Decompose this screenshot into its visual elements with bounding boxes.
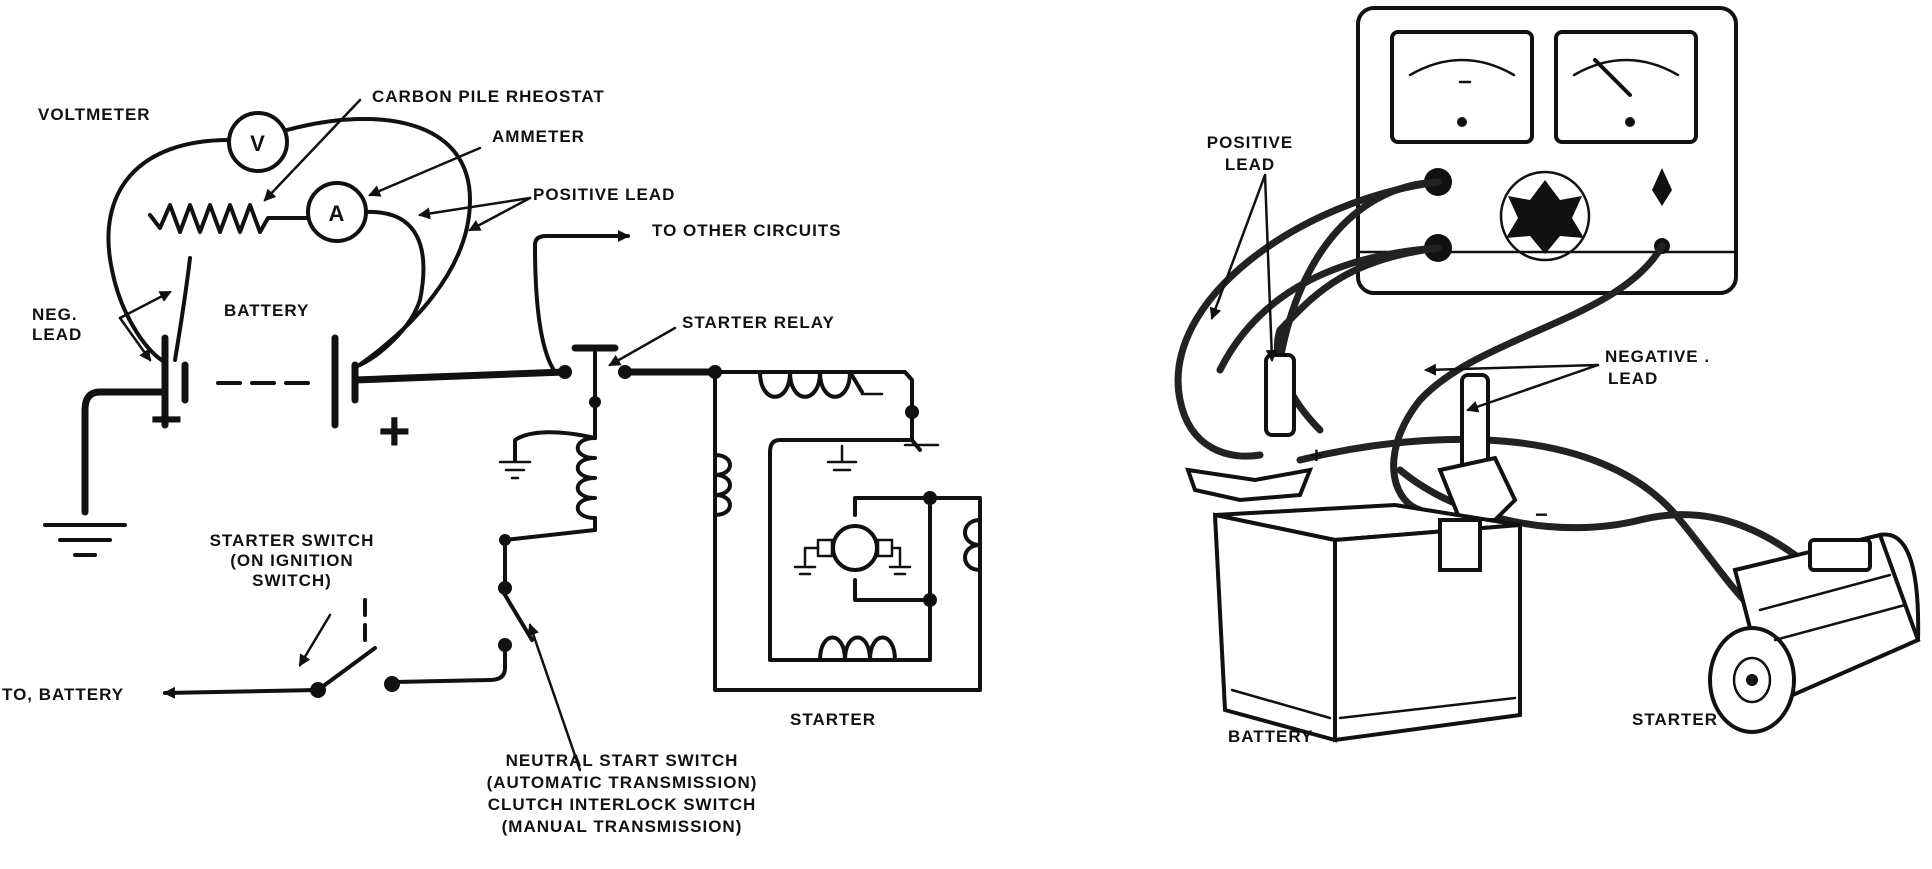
label-neutral-start-3: CLUTCH INTERLOCK SWITCH <box>488 795 757 814</box>
voltmeter-symbol: V <box>250 131 266 156</box>
ammeter-gauge <box>1554 30 1698 144</box>
tester-panel <box>1356 6 1738 295</box>
label-starter: STARTER <box>790 710 876 729</box>
label-battery: BATTERY <box>224 301 309 320</box>
label-starter-switch-3: SWITCH) <box>252 571 332 590</box>
label-positive-lead-right-2: LEAD <box>1225 155 1275 174</box>
battery-symbol <box>161 334 359 429</box>
ammeter-symbol: A <box>329 201 346 226</box>
selector-switch <box>1652 168 1672 206</box>
illustration-arrows <box>1209 173 1600 413</box>
positive-clamp <box>1264 353 1296 437</box>
negative-clamp <box>1460 373 1490 472</box>
label-starter-switch-2: (ON IGNITION <box>230 551 353 570</box>
label-neg-lead-2: LEAD <box>32 325 82 344</box>
label-negative-lead-right-2: LEAD <box>1608 369 1658 388</box>
load-control-knob <box>1506 180 1584 254</box>
label-neutral-start-4: (MANUAL TRANSMISSION) <box>502 817 743 836</box>
wiring-labels: VOLTMETER CARBON PILE RHEOSTAT AMMETER P… <box>2 87 876 836</box>
illustration-labels: POSITIVE LEAD NEGATIVE . LEAD BATTERY ST… <box>1207 133 1718 746</box>
starter-schematic <box>713 370 982 692</box>
battery-positive-mark: + <box>1310 443 1324 468</box>
test-clamps <box>1185 353 1518 522</box>
control-circuit <box>163 528 597 699</box>
annotation-arrows <box>118 98 677 772</box>
starter-relay <box>498 344 632 532</box>
label-starter-right: STARTER <box>1632 710 1718 729</box>
label-to-other-circuits: TO OTHER CIRCUITS <box>652 221 842 240</box>
voltmeter-negative-lead <box>106 138 231 364</box>
battery-illustration: + − <box>1212 443 1549 743</box>
label-neg-lead-1: NEG. <box>32 305 78 324</box>
battery-negative-mark: − <box>1535 502 1549 527</box>
carbon-pile-rheostat <box>148 203 310 234</box>
label-to-battery: TO, BATTERY <box>2 685 124 704</box>
label-positive-lead: POSITIVE LEAD <box>533 185 675 204</box>
label-neutral-start-2: (AUTOMATIC TRANSMISSION) <box>487 773 758 792</box>
rheostat-lead <box>173 256 192 362</box>
label-ammeter: AMMETER <box>492 127 585 146</box>
voltmeter: V <box>227 111 289 173</box>
main-positive-cable <box>351 368 569 384</box>
battery-ground-symbol <box>43 523 127 557</box>
battery-minus-sign: − <box>150 387 184 450</box>
label-negative-lead-right-1: NEGATIVE . <box>1605 347 1710 366</box>
label-starter-relay: STARTER RELAY <box>682 313 835 332</box>
ammeter-positive-lead <box>358 209 426 367</box>
battery-plus-sign: + <box>378 399 412 462</box>
test-setup-illustration: + − POSITIVE LEAD NEGATIVE . LEAD <box>1174 6 1921 746</box>
label-positive-lead-right-1: POSITIVE <box>1207 133 1293 152</box>
voltmeter-positive-lead <box>285 116 472 370</box>
label-battery-right: BATTERY <box>1228 727 1313 746</box>
wiring-diagram: V A − + <box>2 87 982 836</box>
other-circuits-wire <box>533 230 630 374</box>
label-starter-switch-1: STARTER SWITCH <box>210 531 375 550</box>
ammeter: A <box>306 181 368 243</box>
battery-ground-cable <box>81 388 169 516</box>
voltmeter-gauge <box>1390 30 1534 144</box>
label-carbon-pile-rheostat: CARBON PILE RHEOSTAT <box>372 87 605 106</box>
label-voltmeter: VOLTMETER <box>38 105 151 124</box>
label-neutral-start-1: NEUTRAL START SWITCH <box>506 751 739 770</box>
starter-motor-illustration <box>1708 532 1921 734</box>
